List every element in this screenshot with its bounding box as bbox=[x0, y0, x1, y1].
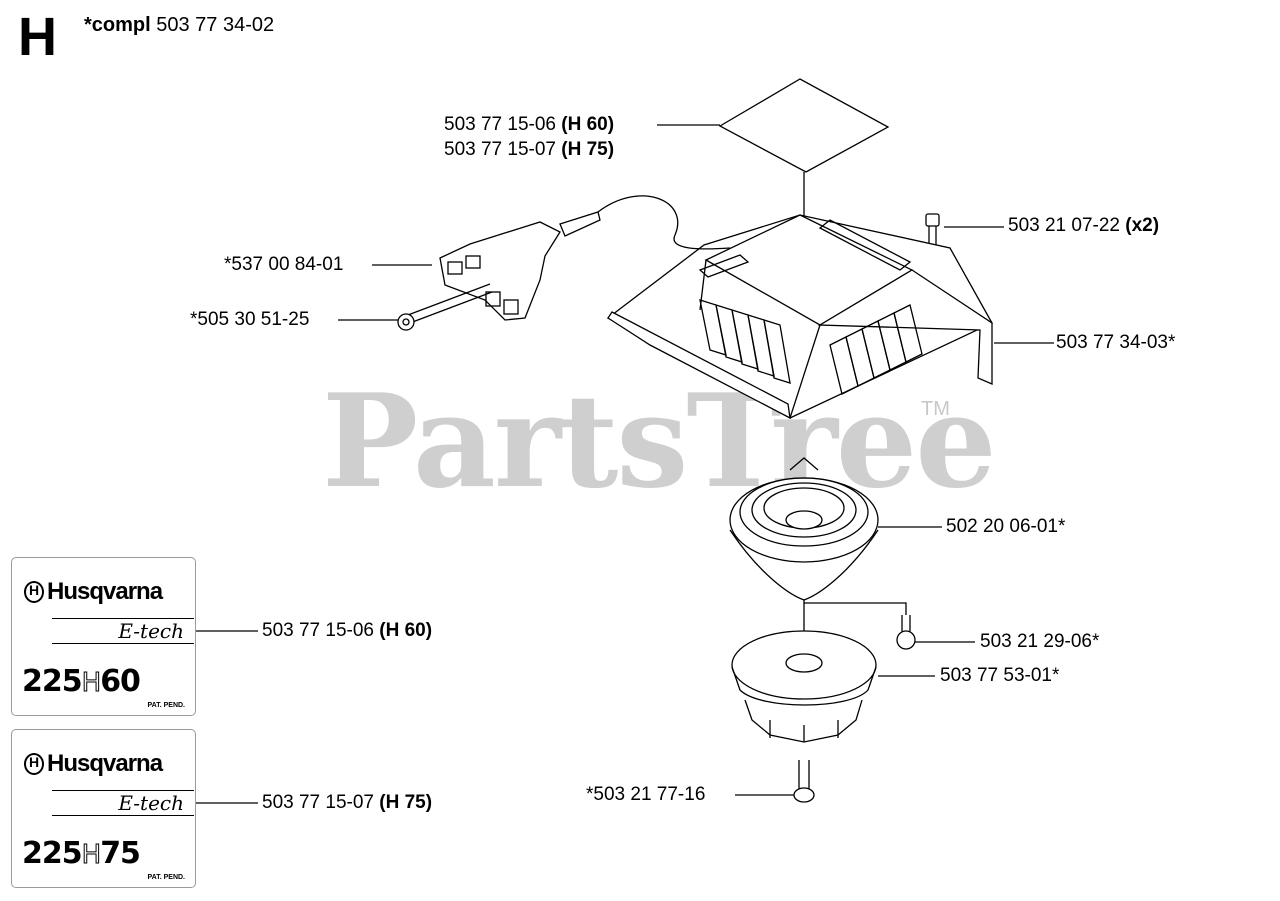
rewind-spring-drawing bbox=[729, 457, 879, 601]
decal-h60: Husqvarna E-tech 225H60 PAT. PEND. bbox=[11, 557, 196, 716]
vent-slots-left bbox=[699, 299, 791, 384]
label-screw-bottom: *503 21 77-16 bbox=[586, 784, 706, 805]
model-label: 225H60 bbox=[22, 664, 141, 699]
model-label: 225H75 bbox=[22, 836, 141, 871]
label-pulley: 503 77 53-01* bbox=[940, 665, 1060, 686]
label-decal-h75: 503 77 15-07 (H 75) bbox=[444, 139, 615, 160]
decal-plate bbox=[718, 78, 890, 173]
label-rewind-spring: 502 20 06-01* bbox=[946, 516, 1066, 537]
series-label: E-tech bbox=[52, 618, 194, 644]
label-decal-side-h60: 503 77 15-06 (H 60) bbox=[262, 620, 433, 641]
label-decal-side-h75: 503 77 15-07 (H 75) bbox=[262, 792, 433, 813]
husqvarna-logo: Husqvarna bbox=[24, 750, 163, 778]
decal-h75: Husqvarna E-tech 225H75 PAT. PEND. bbox=[11, 729, 196, 888]
compl-number: 503 77 34-02 bbox=[156, 14, 275, 36]
section-letter: H bbox=[18, 7, 57, 67]
patent-note: PAT. PEND. bbox=[147, 702, 185, 709]
watermark-trademark: TM bbox=[921, 398, 950, 420]
label-screw-top: 503 21 07-22 (x2) bbox=[1008, 215, 1160, 236]
vent-slots-right bbox=[829, 304, 923, 395]
crown-icon bbox=[24, 581, 44, 603]
compl-prefix: *compl bbox=[84, 14, 151, 36]
label-rope-clip: *505 30 51-25 bbox=[190, 309, 310, 330]
label-screw-mid: 503 21 29-06* bbox=[980, 631, 1100, 652]
assembly-number: *compl 503 77 34-02 bbox=[84, 14, 274, 37]
series-label: E-tech bbox=[52, 790, 194, 816]
watermark: PartsTree bbox=[322, 367, 997, 517]
patent-note: PAT. PEND. bbox=[147, 874, 185, 881]
crown-icon bbox=[24, 753, 44, 775]
husqvarna-logo: Husqvarna bbox=[24, 578, 163, 606]
pulley-drawing bbox=[731, 630, 877, 743]
label-starter-handle: *537 00 84-01 bbox=[224, 254, 344, 275]
label-starter-housing: 503 77 34-03* bbox=[1056, 332, 1176, 353]
label-decal-h60: 503 77 15-06 (H 60) bbox=[444, 114, 615, 135]
